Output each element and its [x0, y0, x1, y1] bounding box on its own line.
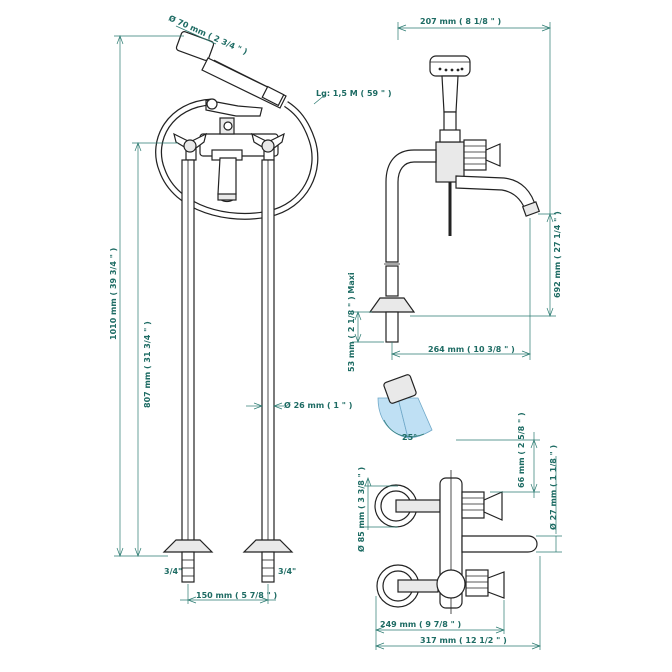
swivel-angle-detail: 25°	[377, 374, 433, 442]
pipe-spacing-dimension: 150 mm ( 5 7/8 " )	[180, 584, 277, 604]
top-view: Ø 85 mm ( 3 3/8 " ) 66 mm ( 2 5/8 " ) Ø …	[356, 412, 562, 650]
right-standpipe	[261, 159, 275, 543]
flange-diameter-dimension: Ø 85 mm ( 3 3/8 " )	[356, 467, 398, 552]
pipe-diameter-label: Ø 26 mm ( 1 " )	[284, 400, 352, 410]
shower-cradle	[205, 99, 263, 117]
base-max-dimension: 53 mm ( 2 1/8 " ) Maxi	[347, 272, 384, 372]
column-height-dimension: 807 mm ( 31 3/4 " )	[132, 142, 178, 557]
spout-height-label: 692 mm ( 27 1/4 " )	[553, 211, 562, 298]
side-standpipe	[385, 149, 437, 263]
side-view: 207 mm ( 8 1/8 " )	[347, 17, 562, 442]
left-floor-flange	[162, 539, 214, 583]
left-standpipe	[181, 159, 195, 543]
offset-66-label: 66 mm ( 2 5/8 " )	[517, 412, 526, 488]
left-thread-label: 3/4"	[164, 567, 182, 576]
left-cross-handle	[173, 132, 207, 161]
hose-connector	[206, 98, 218, 110]
hose-length-label: Lg: 1,5 M ( 59 " )	[316, 89, 391, 98]
side-floor-flange	[368, 297, 416, 343]
hand-shower	[175, 31, 287, 109]
top-lower-handle	[465, 569, 505, 599]
right-floor-flange	[242, 539, 294, 583]
base-max-label: 53 mm ( 2 1/8 " ) Maxi	[347, 272, 356, 372]
swivel-angle-label: 25°	[402, 433, 417, 442]
column-height-label: 807 mm ( 31 3/4 " )	[143, 321, 152, 408]
total-height-label: 1010 mm ( 39 3/4 " )	[109, 248, 118, 340]
top-width-dimension: 207 mm ( 8 1/8 " )	[397, 17, 551, 214]
pipe-spacing-label: 150 mm ( 5 7/8 " )	[196, 591, 277, 600]
flange-diameter-label: Ø 85 mm ( 3 3/8 " )	[356, 467, 366, 552]
spout-reach-dimension: 264 mm ( 10 3/8 " )	[391, 218, 531, 360]
width-249-dimension: 249 mm ( 9 7/8 " )	[375, 596, 505, 650]
right-cross-handle	[251, 132, 285, 161]
top-width-label: 207 mm ( 8 1/8 " )	[420, 17, 501, 26]
right-thread-label: 3/4"	[278, 567, 296, 576]
top-spout	[461, 535, 538, 553]
spout-diameter-dimension: Ø 27 mm ( 1 1/8 " )	[536, 445, 562, 553]
width-317-label: 317 mm ( 12 1/2 " )	[420, 636, 507, 645]
side-cross-handle	[463, 139, 501, 171]
side-shower-head	[429, 55, 471, 113]
shower-hose-inner	[156, 99, 318, 219]
width-249-label: 249 mm ( 9 7/8 " )	[380, 620, 461, 629]
pipe-diameter-dimension: Ø 26 mm ( 1 " )	[246, 400, 352, 410]
top-upper-handle	[461, 491, 503, 521]
spout-reach-label: 264 mm ( 10 3/8 " )	[428, 345, 515, 354]
width-317-dimension: 317 mm ( 12 1/2 " )	[375, 556, 541, 650]
offset-66-dimension: 66 mm ( 2 5/8 " )	[456, 412, 540, 498]
spout-diameter-label: Ø 27 mm ( 1 1/8 " )	[548, 445, 558, 530]
total-height-dimension: 1010 mm ( 39 3/4 " )	[109, 35, 184, 557]
spout-height-dimension: 692 mm ( 27 1/4 " )	[410, 211, 562, 317]
top-lower-flange	[376, 564, 439, 608]
top-upper-flange	[374, 484, 441, 528]
